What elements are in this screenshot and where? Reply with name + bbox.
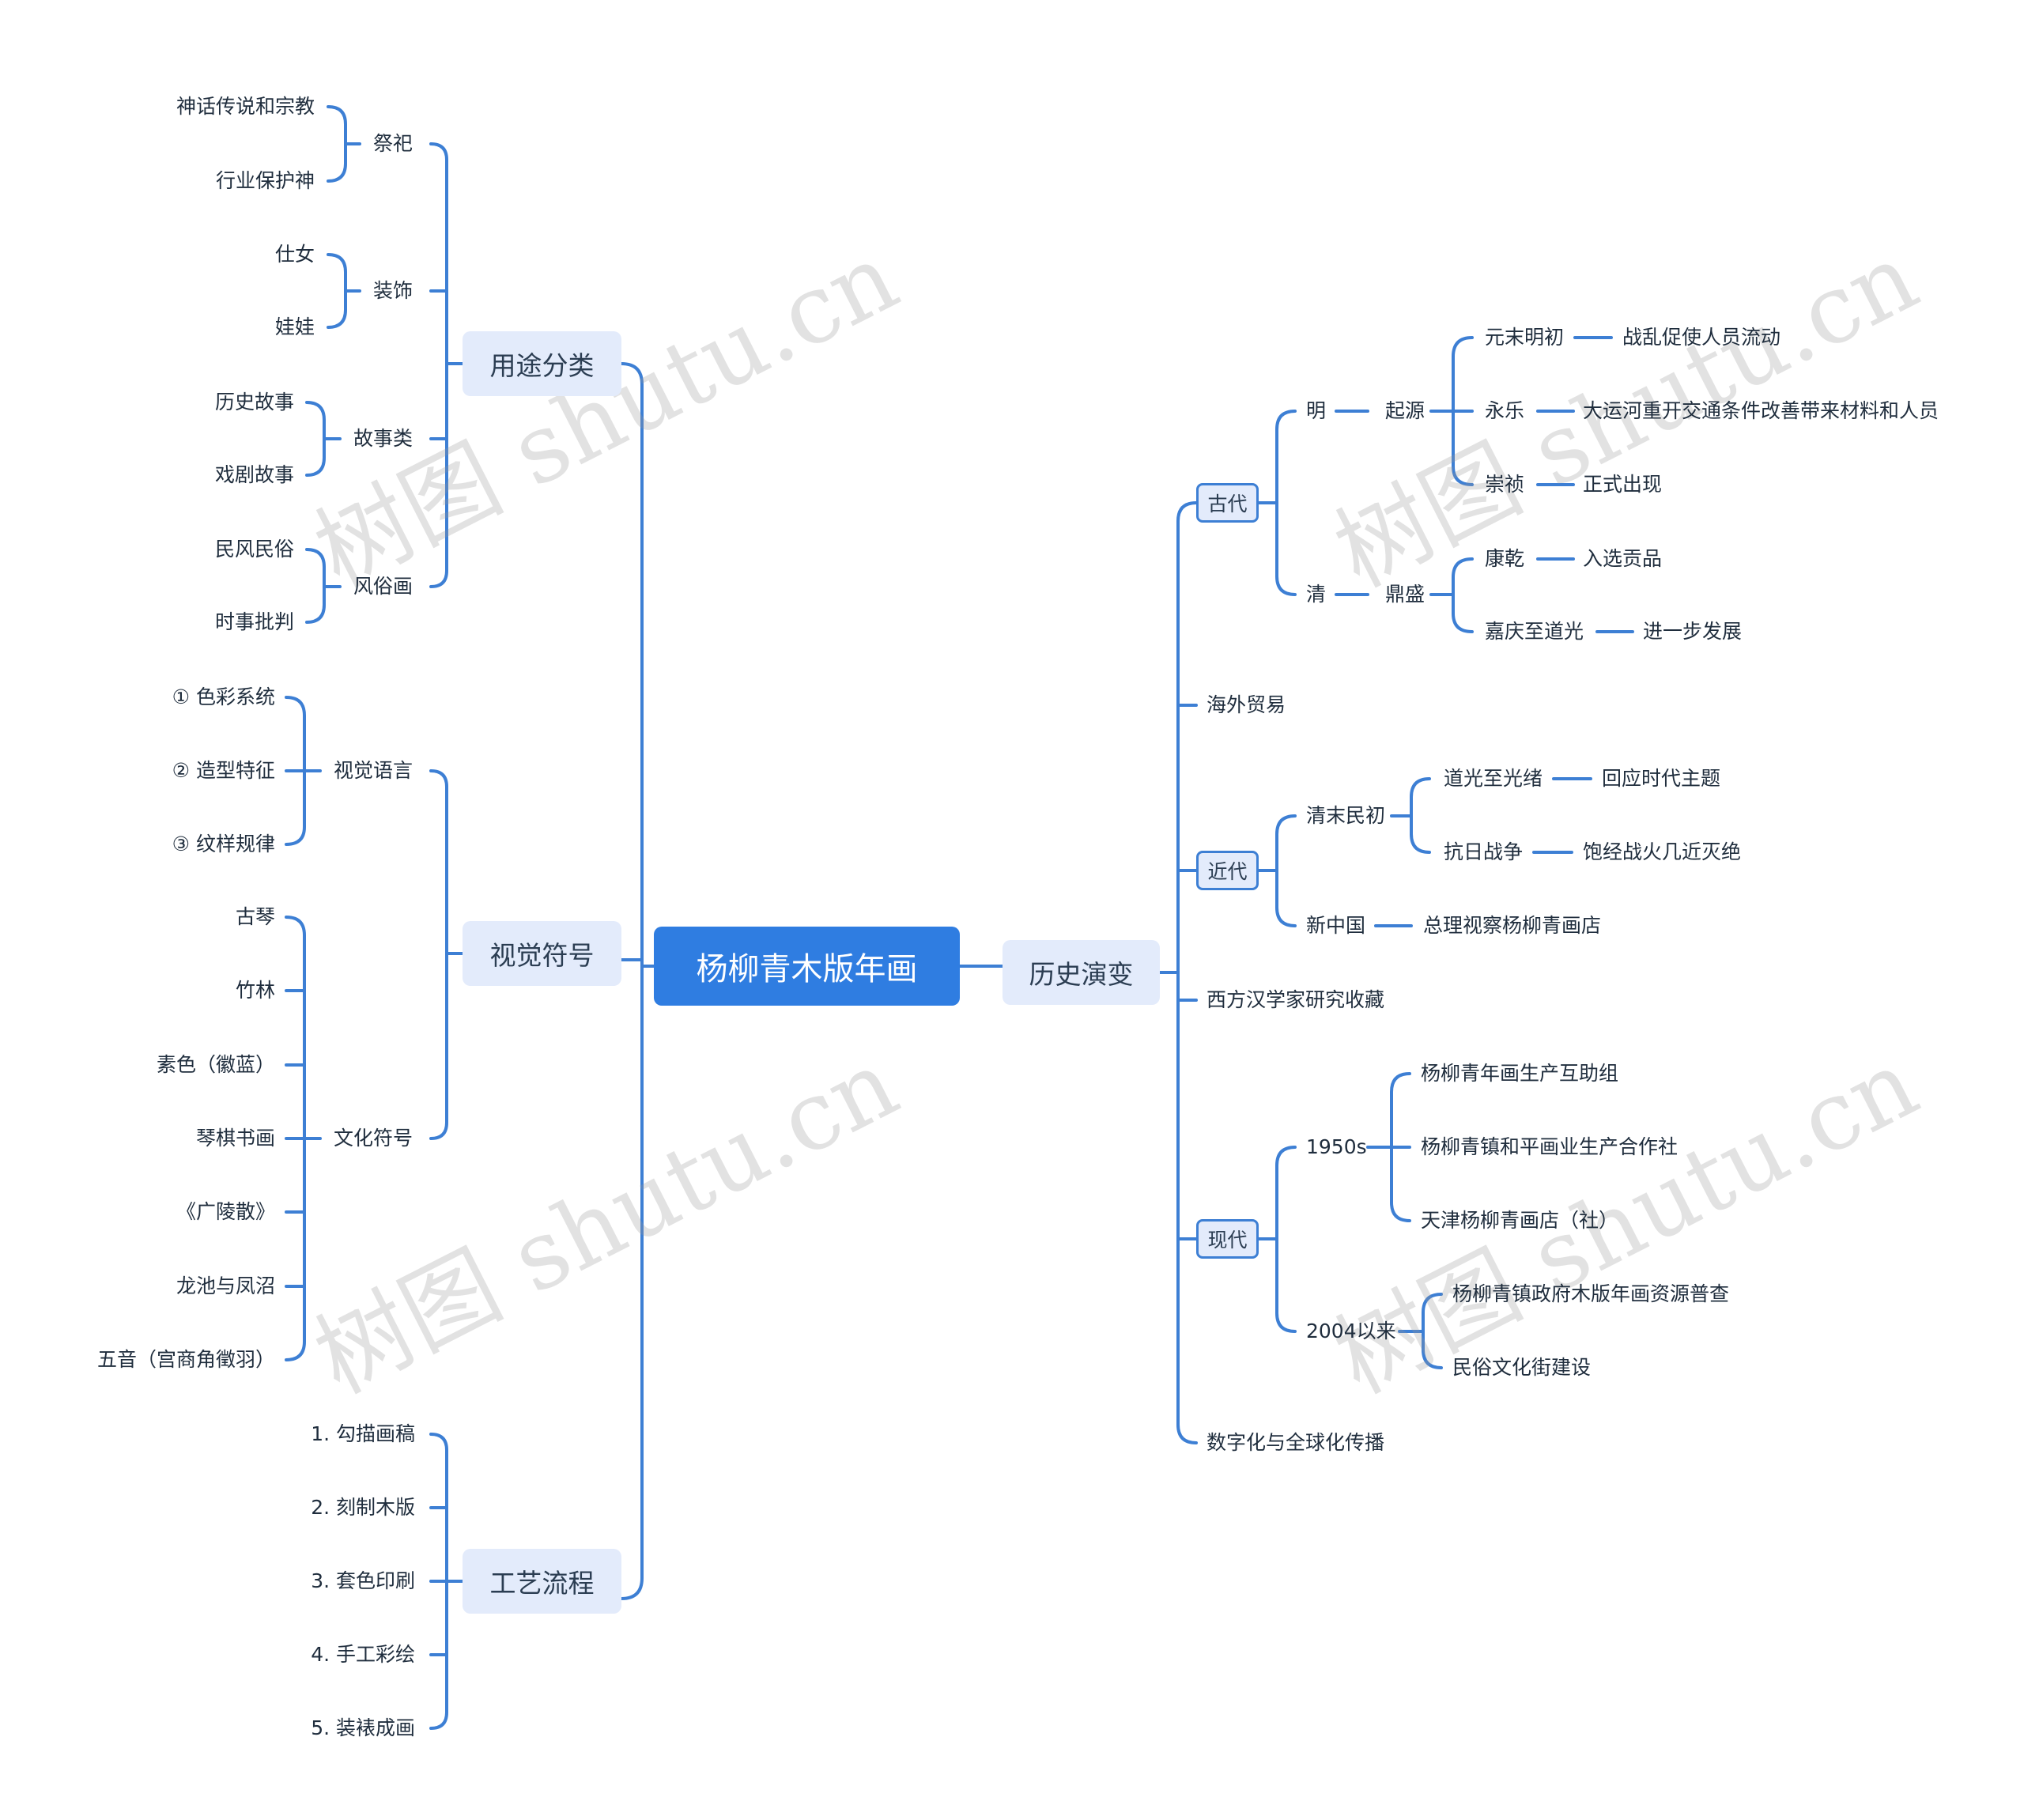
leaf-node[interactable]: ② 造型特征 <box>172 759 275 782</box>
leaf-node[interactable]: 神话传说和宗教 <box>176 95 315 118</box>
node-new-china[interactable]: 新中国 <box>1306 914 1366 937</box>
node-origin[interactable]: 起源 <box>1385 399 1425 422</box>
node-detail[interactable]: 入选贡品 <box>1583 547 1663 570</box>
node-ming[interactable]: 明 <box>1306 399 1327 422</box>
leaf-node[interactable]: 行业保护神 <box>215 169 315 192</box>
leaf-node[interactable]: 《广陵散》 <box>176 1200 275 1223</box>
step-node[interactable]: 1. 勾描画稿 <box>311 1422 415 1445</box>
node-visual-language[interactable]: 视觉语言 <box>334 759 413 782</box>
branch-usage[interactable]: 用途分类 <box>463 331 621 396</box>
node-period[interactable]: 嘉庆至道光 <box>1485 620 1584 643</box>
branch-craft[interactable]: 工艺流程 <box>463 1549 621 1614</box>
leaf-node[interactable]: 琴棋书画 <box>195 1127 275 1150</box>
leaf-node[interactable]: 杨柳青镇和平画业生产合作社 <box>1421 1135 1678 1158</box>
leaf-node[interactable]: 竹林 <box>235 979 275 1002</box>
node-period[interactable]: 抗日战争 <box>1444 840 1524 863</box>
leaf-node[interactable]: 杨柳青镇政府木版年画资源普查 <box>1452 1282 1730 1305</box>
node-digital[interactable]: 数字化与全球化传播 <box>1206 1431 1385 1454</box>
leaf-node[interactable]: ③ 纹样规律 <box>172 833 275 855</box>
node-detail[interactable]: 战乱促使人员流动 <box>1622 326 1781 349</box>
step-node[interactable]: 5. 装裱成画 <box>311 1716 415 1739</box>
leaf-node[interactable]: 素色（徽蓝） <box>156 1053 275 1076</box>
step-node[interactable]: 2. 刻制木版 <box>311 1496 415 1519</box>
branch-visual[interactable]: 视觉符号 <box>463 921 621 986</box>
leaf-node[interactable]: ① 色彩系统 <box>172 685 275 708</box>
node-fengsu[interactable]: 风俗画 <box>353 575 413 598</box>
leaf-node[interactable]: 戏剧故事 <box>214 463 294 486</box>
node-western[interactable]: 西方汉学家研究收藏 <box>1206 988 1385 1011</box>
node-detail[interactable]: 总理视察杨柳青画店 <box>1423 914 1602 937</box>
node-peak[interactable]: 鼎盛 <box>1385 583 1425 606</box>
node-jisi[interactable]: 祭祀 <box>373 132 413 155</box>
node-period[interactable]: 元末明初 <box>1485 326 1565 349</box>
node-culture-symbol[interactable]: 文化符号 <box>334 1127 413 1150</box>
root-node[interactable]: 杨柳青木版年画 <box>654 927 960 1006</box>
step-node[interactable]: 3. 套色印刷 <box>311 1569 415 1592</box>
node-period[interactable]: 永乐 <box>1485 399 1525 422</box>
node-modern-early[interactable]: 近代 <box>1196 851 1259 890</box>
node-detail[interactable]: 回应时代主题 <box>1602 767 1721 790</box>
node-detail[interactable]: 进一步发展 <box>1643 620 1743 643</box>
node-qing[interactable]: 清 <box>1306 583 1327 606</box>
leaf-node[interactable]: 民风民俗 <box>214 538 294 561</box>
step-node[interactable]: 4. 手工彩绘 <box>311 1643 415 1666</box>
leaf-node[interactable]: 杨柳青年画生产互助组 <box>1421 1062 1619 1085</box>
leaf-node[interactable]: 历史故事 <box>214 391 294 413</box>
node-ancient[interactable]: 古代 <box>1196 483 1259 523</box>
leaf-node[interactable]: 古琴 <box>235 905 275 928</box>
node-contemporary[interactable]: 现代 <box>1196 1219 1259 1259</box>
node-2004[interactable]: 2004以来 <box>1306 1320 1396 1342</box>
node-period[interactable]: 康乾 <box>1485 547 1525 570</box>
node-detail[interactable]: 大运河重开交通条件改善带来材料和人员 <box>1583 399 1939 422</box>
node-period[interactable]: 崇祯 <box>1485 473 1525 496</box>
leaf-node[interactable]: 民俗文化街建设 <box>1452 1356 1592 1379</box>
node-gushi[interactable]: 故事类 <box>353 427 413 450</box>
node-late-qing[interactable]: 清末民初 <box>1306 804 1386 827</box>
leaf-node[interactable]: 天津杨柳青画店（社） <box>1421 1209 1619 1232</box>
node-detail[interactable]: 正式出现 <box>1583 473 1663 496</box>
leaf-node[interactable]: 龙池与凤沼 <box>176 1274 275 1297</box>
node-1950s[interactable]: 1950s <box>1306 1135 1367 1158</box>
leaf-node[interactable]: 时事批判 <box>214 610 294 633</box>
node-overseas[interactable]: 海外贸易 <box>1206 693 1286 716</box>
leaf-node[interactable]: 娃娃 <box>274 315 315 338</box>
node-detail[interactable]: 饱经战火几近灭绝 <box>1583 840 1742 863</box>
node-zhuangshi[interactable]: 装饰 <box>373 279 413 302</box>
leaf-node[interactable]: 仕女 <box>274 243 315 266</box>
node-period[interactable]: 道光至光绪 <box>1444 767 1543 790</box>
leaf-node[interactable]: 五音（宫商角徵羽） <box>96 1348 275 1371</box>
branch-history[interactable]: 历史演变 <box>1003 940 1160 1005</box>
